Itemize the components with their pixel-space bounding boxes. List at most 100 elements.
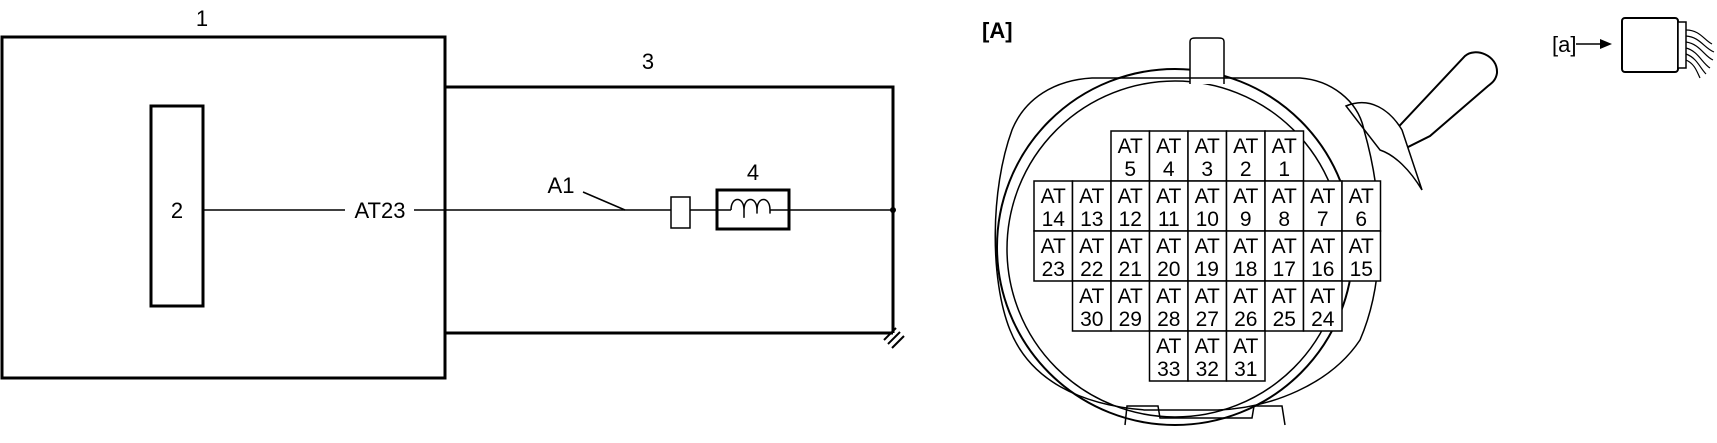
pin-prefix: AT [1310, 185, 1335, 208]
pin-prefix: AT [1041, 185, 1066, 208]
pin-prefix: AT [1349, 185, 1374, 208]
pin-number: 3 [1201, 158, 1213, 181]
pin-cell: AT4 [1148, 130, 1189, 182]
pin-number: 18 [1234, 258, 1257, 281]
pin-number: 21 [1119, 258, 1142, 281]
pin-number: 19 [1196, 258, 1219, 281]
harness-top-wire [445, 85, 895, 333]
pin-cell: AT9 [1225, 180, 1266, 232]
pin-cell: AT3 [1187, 130, 1228, 182]
pin-cell-box [1302, 180, 1343, 232]
pin-cell: AT1 [1264, 130, 1305, 182]
pin-prefix: AT [1156, 135, 1181, 158]
pin-cell-box [1225, 230, 1266, 282]
pin-number: 23 [1042, 258, 1065, 281]
pin-prefix: AT [1195, 335, 1220, 358]
pin-number: 31 [1234, 358, 1257, 381]
pin-prefix: AT [1079, 285, 1104, 308]
pin-prefix: AT [1233, 135, 1258, 158]
pin-number: 7 [1317, 208, 1329, 231]
pin-number: 17 [1273, 258, 1296, 281]
inner-contour [994, 77, 1380, 411]
pin-prefix: AT [1156, 335, 1181, 358]
pin-number: 6 [1355, 208, 1367, 231]
top-key [1189, 37, 1225, 84]
pin-cell-box [1225, 280, 1266, 332]
pin-prefix: AT [1272, 235, 1297, 258]
pin-prefix: AT [1272, 135, 1297, 158]
pin-number: 26 [1234, 308, 1257, 331]
pin-cell-box [1148, 180, 1189, 232]
pin-number: 20 [1157, 258, 1180, 281]
label-harness: 3 [642, 49, 654, 74]
pin-prefix: AT [1156, 285, 1181, 308]
pin-cell-box [1187, 280, 1228, 332]
pin-cell: AT8 [1264, 180, 1305, 232]
pin-cell-box [1187, 180, 1228, 232]
label-ecm: 1 [196, 6, 208, 31]
pin-number: 27 [1196, 308, 1219, 331]
pin-number: 22 [1080, 258, 1103, 281]
pin-prefix: AT [1195, 235, 1220, 258]
ecm-box [0, 35, 447, 380]
pin-grid: AT5AT4AT3AT2AT1AT14AT13AT12AT11AT10AT9AT… [1033, 130, 1382, 382]
pin-number: 33 [1157, 358, 1180, 381]
pin-prefix: AT [1041, 235, 1066, 258]
pin-cell: AT7 [1302, 180, 1343, 232]
pin-number: 16 [1311, 258, 1334, 281]
pin-prefix: AT [1310, 235, 1335, 258]
label-terminal: AT23 [355, 198, 406, 223]
pin-number: 4 [1163, 158, 1175, 181]
pin-prefix: AT [1118, 185, 1143, 208]
pin-cell-box [1148, 230, 1189, 282]
pin-prefix: AT [1233, 335, 1258, 358]
pin-cell-box [1071, 180, 1112, 232]
pin-cell-box [1225, 330, 1266, 382]
pin-number: 15 [1350, 258, 1373, 281]
pin-prefix: AT [1195, 185, 1220, 208]
arrow-icon [1576, 39, 1612, 49]
pin-cell-box [1187, 330, 1228, 382]
pin-number: 11 [1158, 208, 1180, 231]
pin-number: 9 [1240, 208, 1252, 231]
pin-number: 1 [1278, 158, 1290, 181]
pin-cell-box [1302, 230, 1343, 282]
pin-prefix: AT [1272, 285, 1297, 308]
pin-cell-box [1110, 130, 1151, 182]
pin-prefix: AT [1272, 185, 1297, 208]
pin-cell-box [1033, 180, 1074, 232]
pin-prefix: AT [1079, 235, 1104, 258]
pin-cell-box [1110, 280, 1151, 332]
pin-prefix: AT [1349, 235, 1374, 258]
pin-number: 12 [1119, 208, 1142, 231]
pin-cell-box [1071, 230, 1112, 282]
pin-number: 32 [1196, 358, 1219, 381]
arrow-label: [a] [1552, 32, 1576, 57]
pin-cell-box [1033, 230, 1074, 282]
pin-number: 13 [1080, 208, 1103, 231]
junction-dot [890, 207, 896, 213]
pin-number: 30 [1080, 308, 1103, 331]
module-box [149, 104, 205, 308]
connector-symbol [670, 196, 691, 229]
pin-cell-box [1264, 230, 1305, 282]
wire-leader [582, 191, 626, 211]
pin-number: 29 [1119, 308, 1142, 331]
pin-prefix: AT [1233, 235, 1258, 258]
pin-prefix: AT [1118, 235, 1143, 258]
pin-prefix: AT [1156, 235, 1181, 258]
